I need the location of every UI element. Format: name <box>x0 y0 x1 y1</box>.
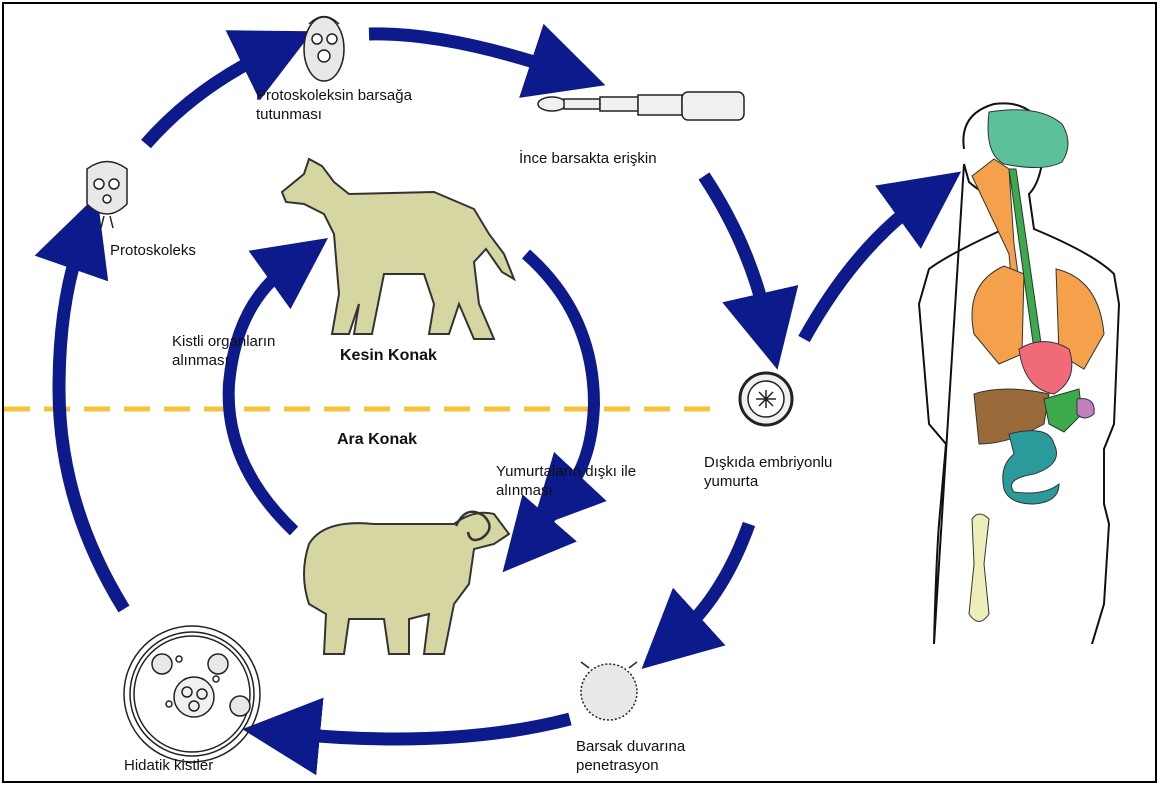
label-egg-ingestion: Yumurtaların dışkı ile alınması <box>496 462 636 500</box>
label-hydatid-cysts: Hidatik kistler <box>124 756 213 775</box>
label-adult: İnce barsakta erişkin <box>519 149 657 168</box>
heart <box>1019 342 1072 395</box>
sheep-illustration <box>304 512 509 654</box>
brain <box>988 110 1068 168</box>
arrow-dog-to-sheep <box>526 254 594 494</box>
label-protoscolex-attach: Protoskoleksin barsağa tutunması <box>256 86 412 124</box>
arrow-cyst-to-protoscolex <box>59 244 124 609</box>
label-penetration: Barsak duvarına penetrasyon <box>576 737 685 775</box>
arrow-egg-into-sheep <box>534 506 560 536</box>
protoscolex-attached-illustration <box>304 17 344 82</box>
label-protoscolex: Protoskoleks <box>110 241 196 260</box>
protoscolex-illustration <box>87 162 127 229</box>
intestine <box>1003 431 1059 504</box>
femur <box>969 514 989 622</box>
label-cyst-organs: Kistli organların alınması <box>172 332 275 370</box>
label-embryonated-egg: Dışkıda embriyonlu yumurta <box>704 453 832 491</box>
label-intermediate-host: Ara Konak <box>337 430 417 449</box>
arrow-egg-to-penetration <box>680 524 749 634</box>
arrow-egg-to-human <box>804 202 919 339</box>
embryonated-egg-illustration <box>740 373 792 425</box>
oncosphere-illustration <box>581 662 637 720</box>
arrow-penetration-to-cyst <box>294 719 570 739</box>
adult-worm-illustration <box>538 92 744 120</box>
dog-illustration <box>282 159 514 339</box>
stomach <box>1044 389 1082 432</box>
label-definitive-host: Kesin Konak <box>340 346 437 365</box>
hydatid-cyst-illustration <box>124 626 260 762</box>
lung-left <box>972 266 1024 364</box>
human-illustration <box>919 103 1119 644</box>
life-cycle-diagram <box>4 4 1155 781</box>
arrow-attach-to-adult <box>369 34 556 69</box>
arrow-adult-to-egg <box>704 176 766 319</box>
spleen <box>1077 399 1094 418</box>
arrow-sheep-to-dog <box>229 266 294 531</box>
arrow-protoscolex-to-attach <box>146 54 266 144</box>
